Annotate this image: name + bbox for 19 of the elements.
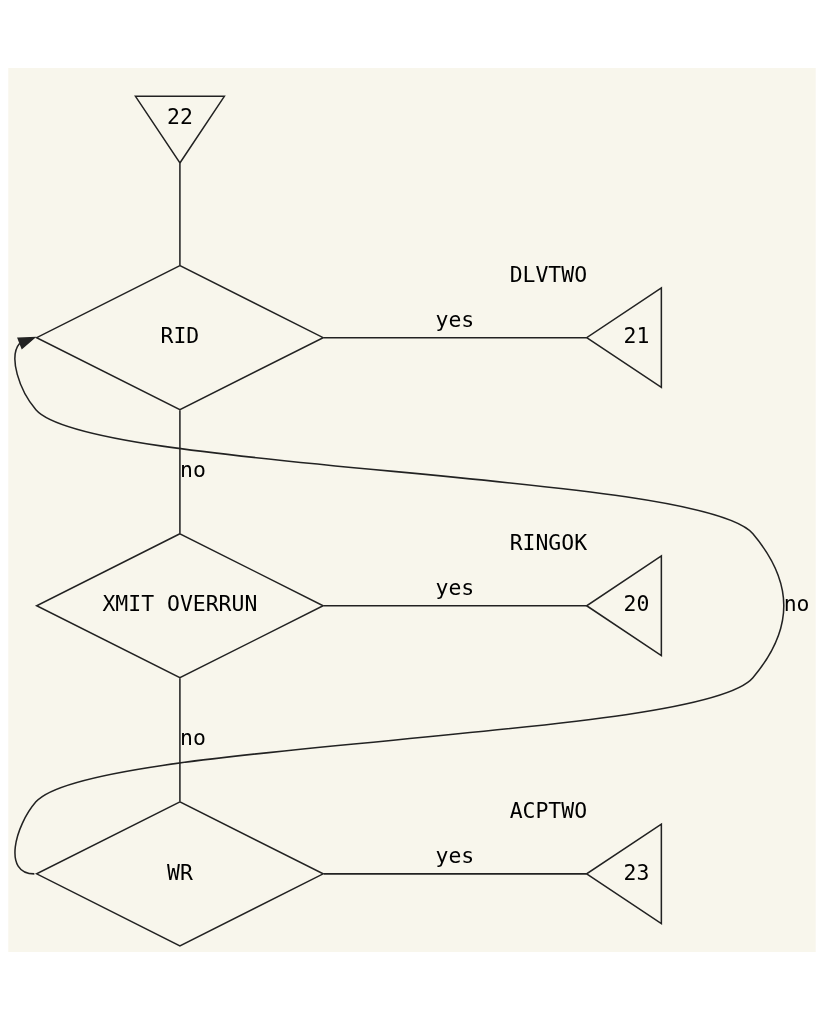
connector (179, 409, 181, 535)
node-diamond: XMIT OVERRUN (34, 532, 325, 679)
connector (322, 873, 588, 875)
node-label: DLVTWO (509, 262, 588, 288)
connector (322, 336, 588, 339)
arrow (14, 336, 785, 875)
node-diamond: RID (34, 264, 325, 411)
edge-label: no (783, 591, 810, 617)
edge-label: no (180, 725, 206, 751)
connector (179, 162, 181, 267)
connector (322, 605, 588, 607)
edge-label: yes (435, 843, 475, 869)
edge-label: yes (435, 307, 475, 333)
node-label: RINGOK (509, 530, 588, 556)
edge-label: no (180, 457, 206, 483)
node-label: ACPTWO (509, 798, 588, 824)
connector (179, 677, 181, 803)
node-diamond: WR (34, 801, 325, 947)
edge-label: yes (435, 575, 475, 601)
